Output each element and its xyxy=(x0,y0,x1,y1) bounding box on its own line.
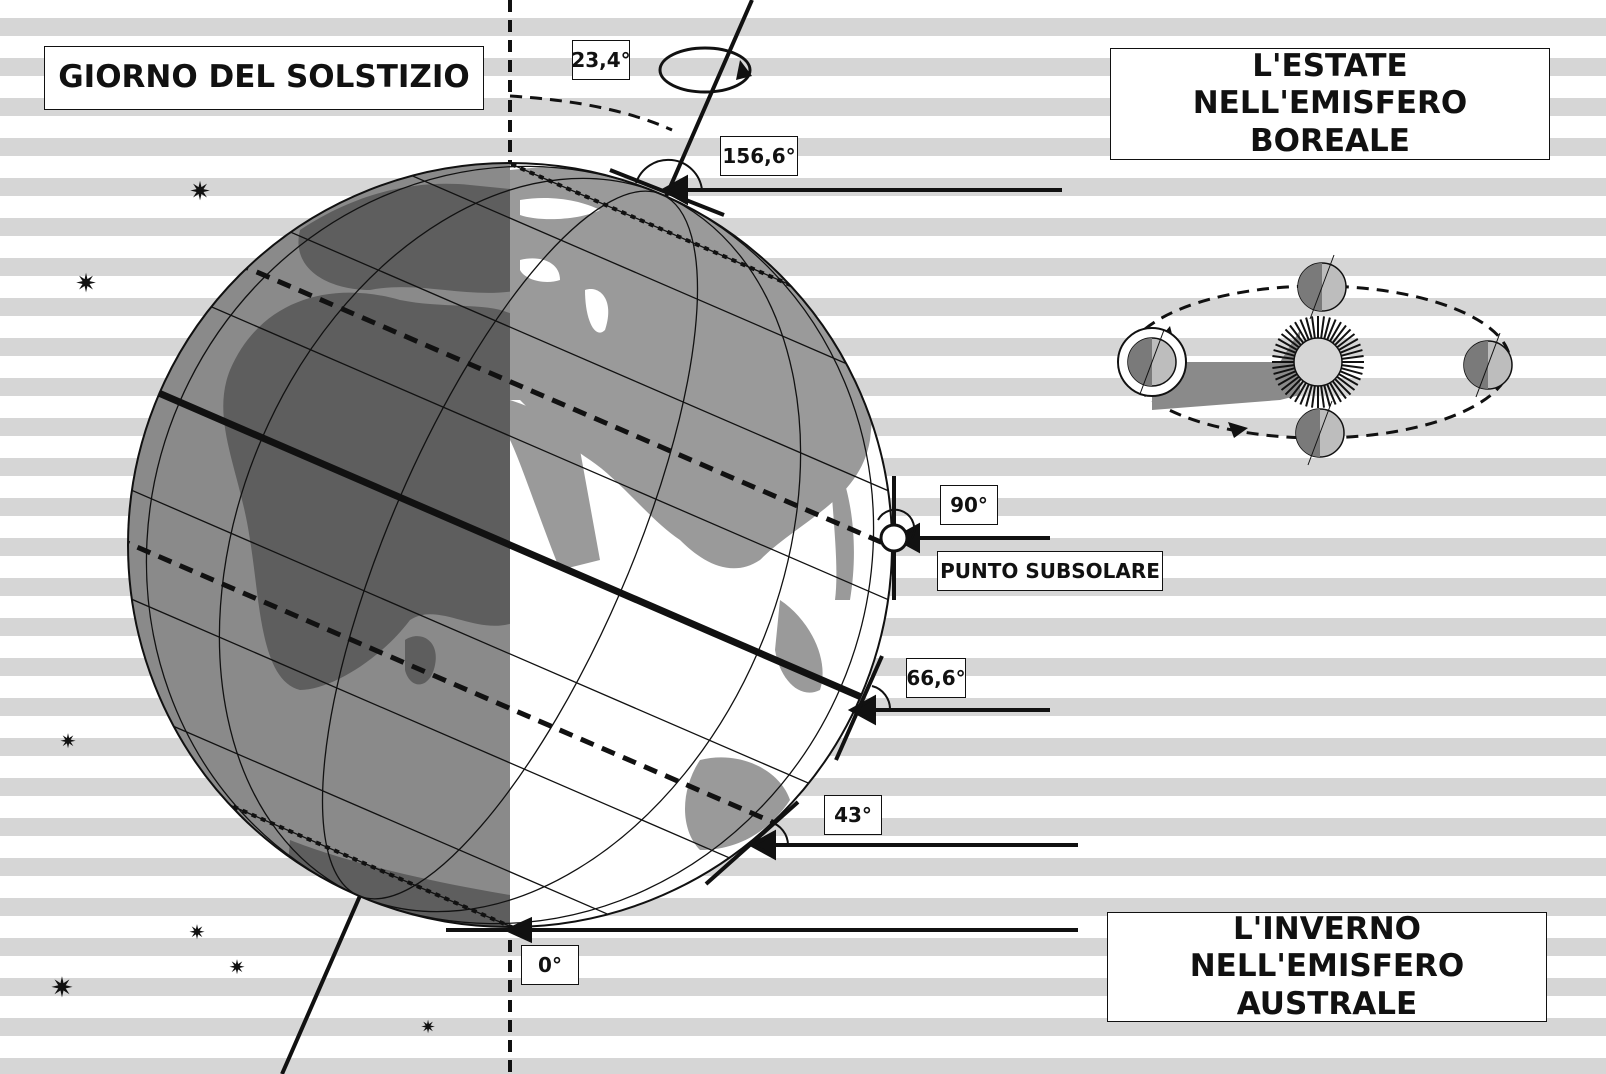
subsolar-point-icon xyxy=(879,523,909,553)
star-icon: ✷ xyxy=(420,1017,435,1038)
background-stripe xyxy=(0,18,1606,36)
axis-tilt-value: 23,4° xyxy=(571,48,631,72)
small-earth-icon xyxy=(1117,327,1187,397)
star-icon: ✷ xyxy=(60,729,77,753)
angle-arcs xyxy=(635,158,916,846)
star-icon: ✷ xyxy=(189,177,211,207)
angle-low-value: 43° xyxy=(834,803,872,827)
orbit-shadow xyxy=(1152,330,1300,410)
subsolar-point-text: PUNTO SUBSOLARE xyxy=(940,559,1160,583)
winter-label-box: L'INVERNO NELL'EMISFERO AUSTRALE xyxy=(1107,911,1547,1022)
summer-label: L'ESTATE NELL'EMISFERO BOREALE xyxy=(1192,48,1468,159)
angle-mid-label: 66,6° xyxy=(906,658,966,698)
stars: ✷ ✷ ✷ ✷ ✷ ✷ ✷ xyxy=(50,177,435,1038)
small-earth-icon xyxy=(1463,332,1513,398)
equator-line xyxy=(132,378,888,712)
angle-low-label: 43° xyxy=(824,795,882,835)
winter-label: L'INVERNO NELL'EMISFERO AUSTRALE xyxy=(1189,911,1465,1022)
small-earth-icon xyxy=(1297,254,1347,320)
rotation-arrow-icon xyxy=(658,46,752,94)
background-stripe xyxy=(0,818,1606,836)
page-title: GIORNO DEL SOLSTIZIO xyxy=(58,59,470,96)
sun-icon xyxy=(1272,316,1364,408)
star-icon: ✷ xyxy=(189,920,206,944)
angle-pole-label: 156,6° xyxy=(720,136,798,176)
small-earth-icon xyxy=(1295,400,1345,466)
axis-tilt-label: 23,4° xyxy=(571,40,631,80)
summer-label-box: L'ESTATE NELL'EMISFERO BOREALE xyxy=(1110,48,1550,160)
orbit-diagram xyxy=(1117,254,1513,466)
subsolar-point-label: PUNTO SUBSOLARE xyxy=(937,551,1163,591)
angle-mid-value: 66,6° xyxy=(906,666,966,690)
ice-patches xyxy=(520,198,609,333)
angle-bottom-value: 0° xyxy=(538,953,562,977)
angle-subsolar-value: 90° xyxy=(950,493,988,517)
background-stripe xyxy=(0,1058,1606,1074)
antarctic-circle-line xyxy=(128,701,749,927)
angle-pole-value: 156,6° xyxy=(722,144,796,168)
angle-bottom-label: 0° xyxy=(521,945,579,985)
tilt-arc xyxy=(509,94,673,132)
background-stripe xyxy=(0,858,1606,876)
star-icon: ✷ xyxy=(50,971,73,1004)
title-box: GIORNO DEL SOLSTIZIO xyxy=(44,46,484,110)
star-icon: ✷ xyxy=(75,269,97,299)
star-icon: ✷ xyxy=(229,955,246,979)
arctic-circle-line xyxy=(271,163,892,389)
background-stripe xyxy=(0,178,1606,196)
background-stripe xyxy=(0,1018,1606,1036)
background-stripe xyxy=(0,218,1606,236)
latitude-lines xyxy=(128,163,892,927)
orbit-arrow-icon xyxy=(1228,422,1248,438)
angle-subsolar-label: 90° xyxy=(940,485,998,525)
